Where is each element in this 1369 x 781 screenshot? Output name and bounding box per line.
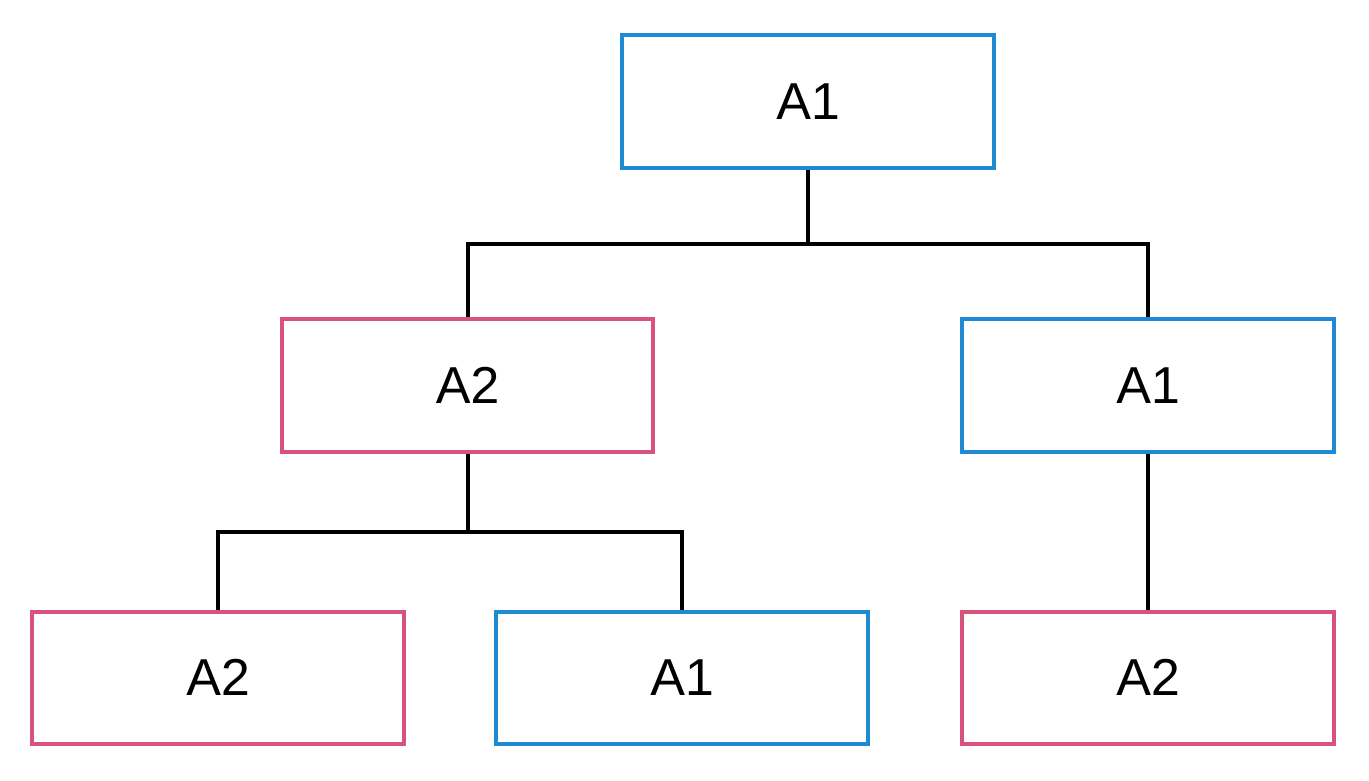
tree-node-l3-left: A2 bbox=[30, 610, 406, 746]
tree-node-l2-left: A2 bbox=[280, 317, 655, 454]
tree-node-label: A2 bbox=[1116, 649, 1180, 707]
tree-node-l2-right: A1 bbox=[960, 317, 1336, 454]
connector-line bbox=[465, 243, 470, 317]
tree-node-label: A1 bbox=[776, 72, 840, 131]
connector-line bbox=[806, 170, 810, 244]
tree-node-l3-middle: A1 bbox=[494, 610, 870, 746]
tree-node-root: A1 bbox=[620, 33, 996, 170]
tree-node-l3-right: A2 bbox=[960, 610, 1336, 746]
connector-line bbox=[465, 454, 470, 532]
connector-line bbox=[216, 532, 220, 610]
tree-node-label: A1 bbox=[650, 649, 714, 707]
tree-node-label: A2 bbox=[186, 649, 250, 707]
connector-line bbox=[216, 530, 684, 534]
connector-line bbox=[465, 241, 1150, 246]
connector-line bbox=[1146, 454, 1150, 610]
tree-node-label: A2 bbox=[435, 356, 500, 415]
connector-line bbox=[680, 532, 684, 610]
tree-node-label: A1 bbox=[1116, 356, 1180, 415]
connector-line bbox=[1146, 243, 1150, 317]
